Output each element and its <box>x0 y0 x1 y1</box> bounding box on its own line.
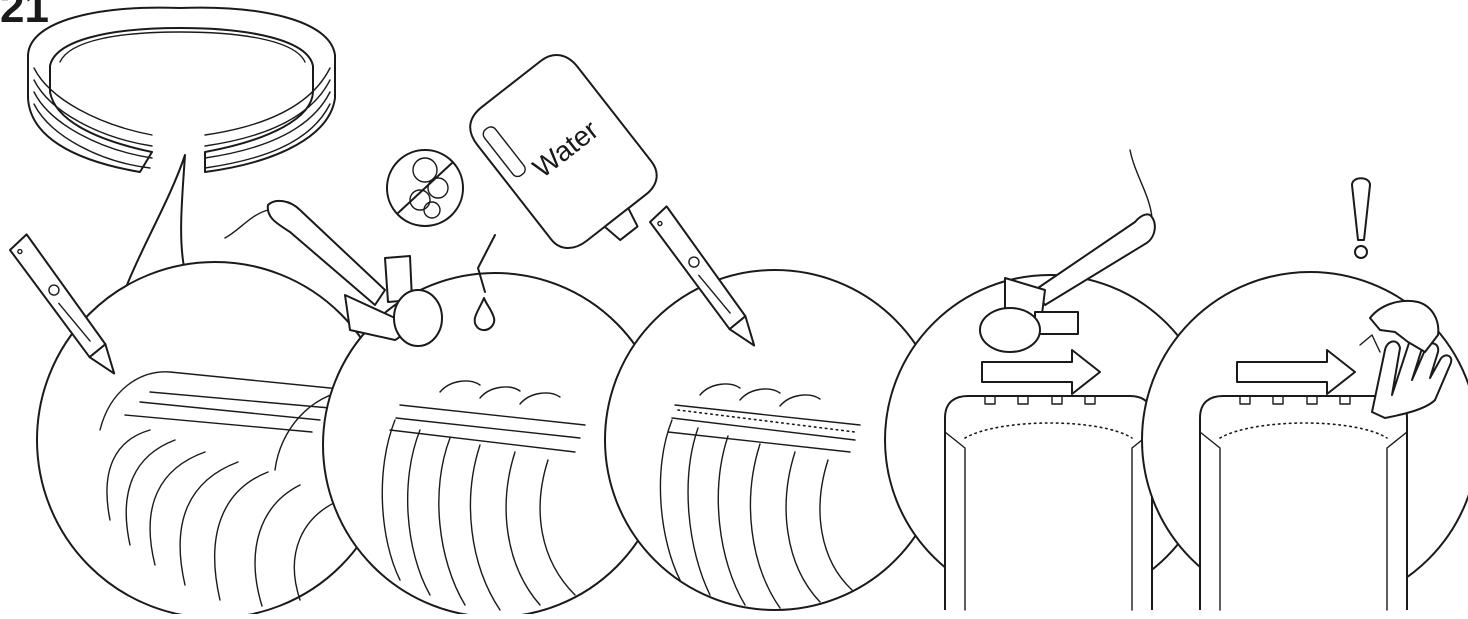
gasket-profile <box>1200 396 1407 610</box>
step-number: 21 <box>0 0 49 30</box>
no-soap-icon <box>387 150 463 226</box>
exclamation-icon <box>1352 178 1370 258</box>
gasket-profile <box>945 396 1152 610</box>
gasket-coil <box>28 8 335 172</box>
